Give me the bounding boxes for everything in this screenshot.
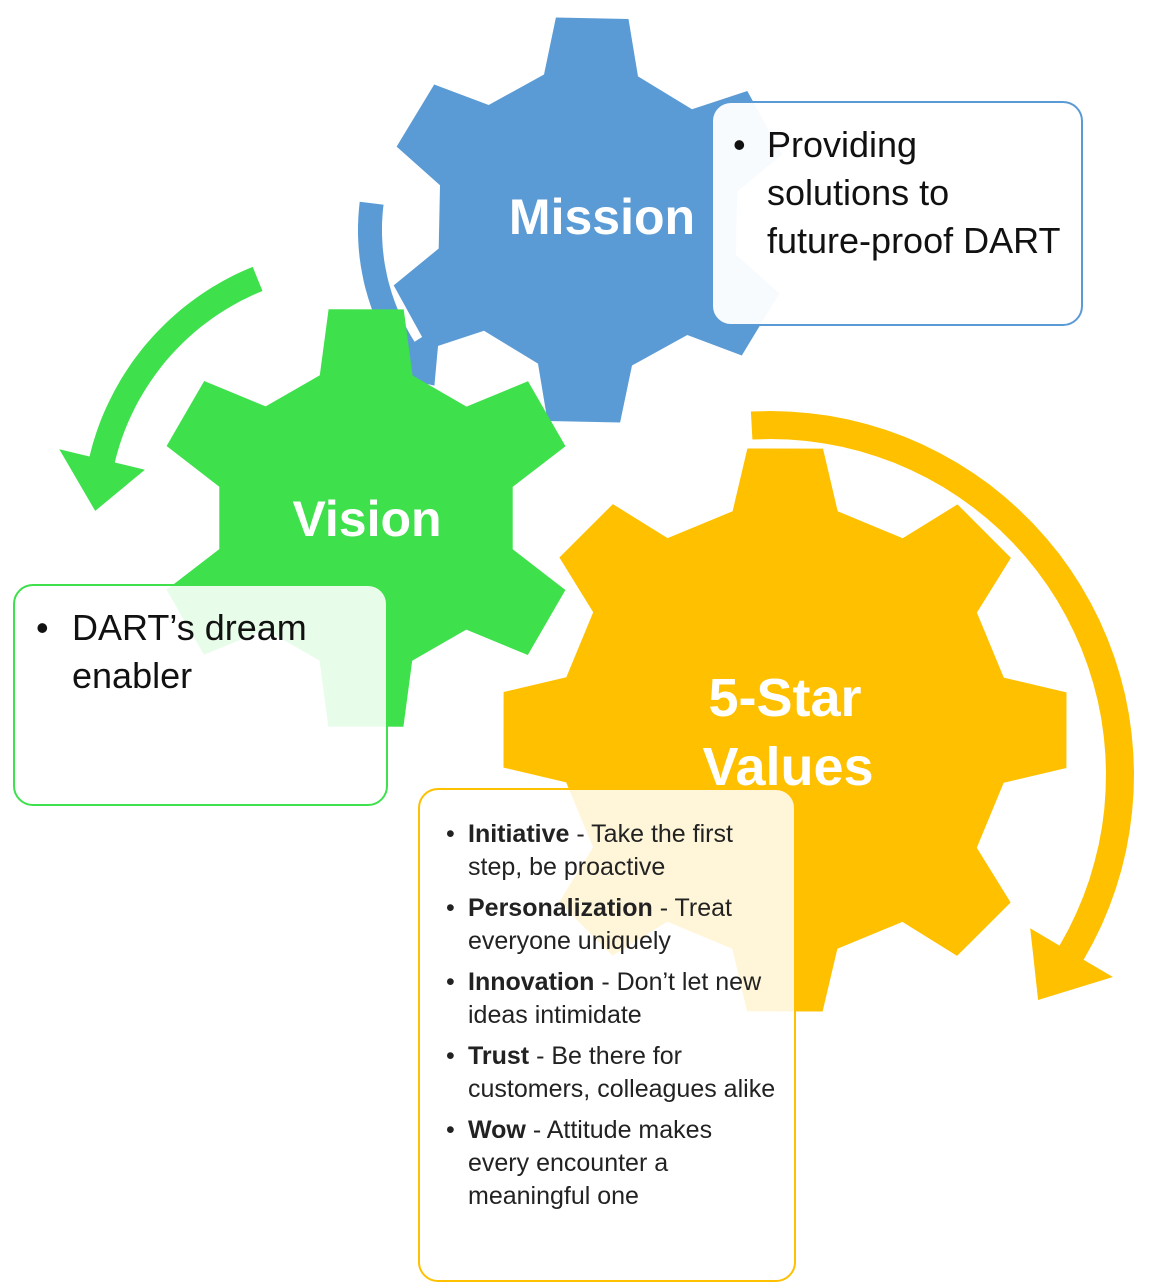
value-term: Personalization — [468, 894, 653, 922]
value-description: - Don’t let new ideas intimidate — [468, 968, 762, 1029]
value-description: - Be there for customers, colleagues ali… — [468, 1042, 776, 1103]
value-personalization: Personalization - Treat everyone uniquel… — [446, 892, 780, 958]
value-innovation: Innovation - Don’t let new ideas intimid… — [446, 966, 780, 1032]
mission-bullet: Providing solutions to future-proof DART — [733, 121, 1061, 265]
vision-bullet-list: DART’s dream enabler — [15, 586, 386, 700]
values-gear-title-line1: 5-Star — [708, 668, 861, 728]
vision-callout: DART’s dream enabler — [13, 584, 388, 806]
mission-gear — [393, 17, 783, 423]
values-gear-title-line2: Values — [702, 737, 873, 797]
value-term: Initiative — [468, 820, 570, 848]
value-wow: Wow - Attitude makes every encounter a m… — [446, 1114, 780, 1213]
values-cycle-arrow — [750, 411, 1134, 1000]
vision-gear-title: Vision — [292, 491, 441, 547]
value-initiative: Initiative - Take the first step, be pro… — [446, 818, 780, 884]
vision-bullet: DART’s dream enabler — [36, 604, 368, 700]
values-callout: Initiative - Take the first step, be pro… — [418, 788, 796, 1282]
value-description: - Treat everyone uniquely — [468, 894, 732, 955]
mission-cycle-arrow — [358, 201, 440, 386]
value-description: - Attitude makes every encounter a meani… — [468, 1116, 713, 1210]
value-term: Wow — [468, 1116, 526, 1144]
value-description: - Take the first step, be proactive — [468, 820, 733, 881]
value-trust: Trust - Be there for customers, colleagu… — [446, 1040, 780, 1106]
mission-gear-title: Mission — [509, 189, 695, 245]
vision-cycle-arrow — [59, 266, 263, 511]
mission-callout: Providing solutions to future-proof DART — [711, 101, 1083, 326]
mission-bullet-list: Providing solutions to future-proof DART — [713, 103, 1081, 265]
values-bullet-list: Initiative - Take the first step, be pro… — [420, 790, 794, 1213]
value-term: Innovation — [468, 968, 595, 996]
value-term: Trust — [468, 1042, 530, 1070]
